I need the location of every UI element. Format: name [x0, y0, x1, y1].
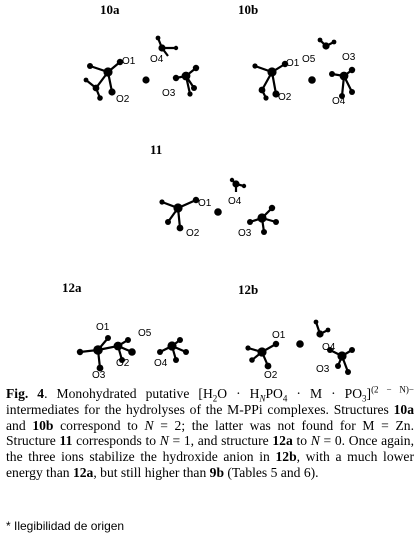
atom-label: O5	[138, 328, 152, 339]
atom-label: O1	[198, 198, 212, 209]
structure-ref: 9b	[209, 464, 224, 480]
atom-label: O3	[316, 364, 330, 375]
structure-ref: 12b	[275, 449, 297, 465]
atom-label: O4	[228, 196, 242, 207]
atom-label: O2	[116, 358, 130, 369]
figure-label: Fig. 4	[6, 386, 45, 401]
charge-superscript: (2 − N)−	[371, 384, 414, 395]
structure-label: 10a	[100, 2, 120, 17]
atom-label: O4	[154, 358, 168, 369]
atom-label: O3	[92, 370, 106, 380]
figure-caption: Fig. 4. Monohydrated putative [H2O · HNP…	[6, 384, 415, 480]
structure-label: 11	[150, 142, 162, 157]
atom-label: O1	[96, 322, 110, 333]
atom-label: O2	[278, 92, 292, 103]
atom-label: O4	[332, 96, 346, 107]
structure-ref: 10b	[32, 417, 54, 433]
structure-ref: 12a	[72, 464, 94, 480]
molecular-structures-figure: 10a 10b 11 12a 12b O1 O2 O4 O3 O1 O5 O2 …	[62, 2, 356, 380]
structure-ref: 12a	[272, 433, 293, 449]
atom-label: O4	[150, 54, 164, 65]
atom-label: O3	[238, 228, 252, 239]
structure-ref: 10a	[393, 401, 414, 417]
source-note: * Ilegibilidad de origen	[6, 519, 125, 533]
atom-label: O2	[116, 94, 130, 105]
structure-label: 10b	[238, 2, 258, 17]
atom-label: O3	[162, 88, 176, 99]
atom-label: O3	[342, 52, 356, 63]
atom-label: O2	[186, 228, 200, 239]
structure-label: 12b	[238, 282, 258, 297]
atom-label: O1	[272, 330, 286, 341]
atom-label: O2	[264, 370, 278, 380]
atom-label: O1	[122, 56, 136, 67]
structure-label: 12a	[62, 280, 82, 295]
atom-label: O5	[302, 54, 316, 65]
structure-ref: 11	[59, 433, 73, 449]
atom-label: O4	[322, 342, 336, 353]
atom-label: O1	[286, 58, 300, 69]
